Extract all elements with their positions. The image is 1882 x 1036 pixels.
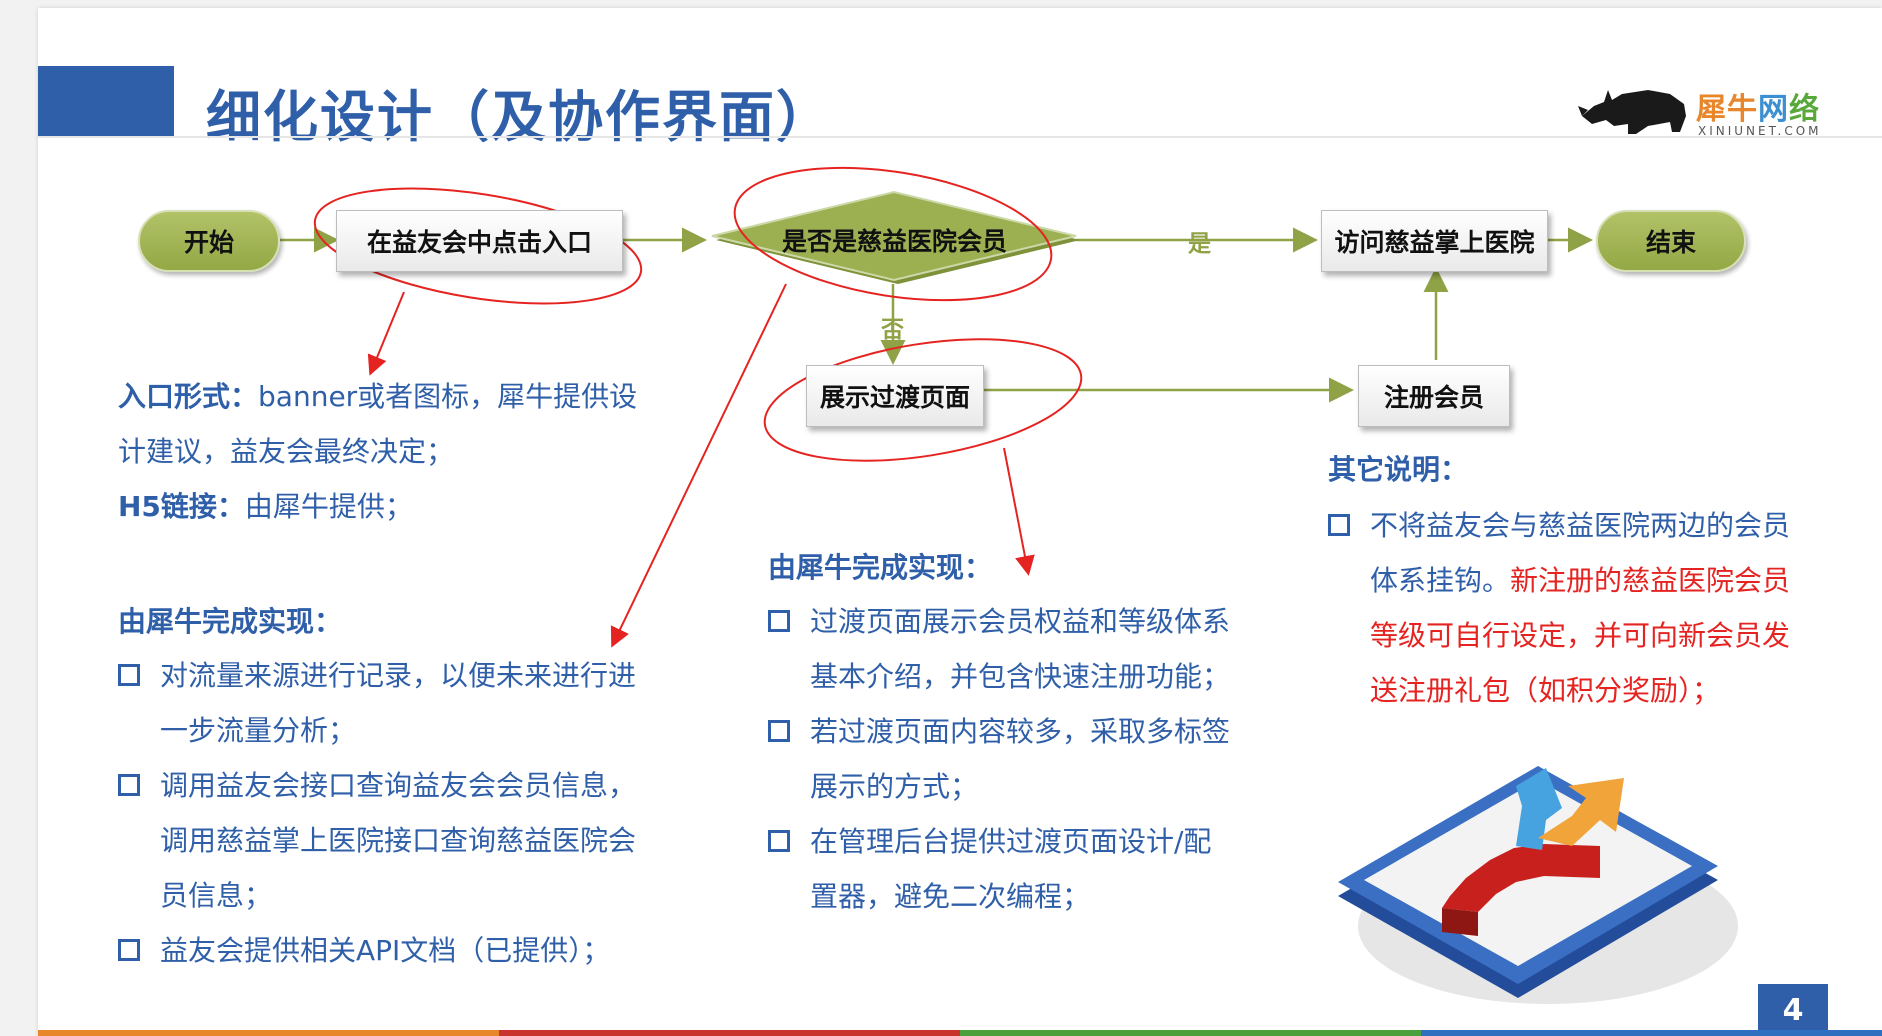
highlight-oval-transition — [763, 338, 1083, 462]
entry-form-key: 入口形式： — [118, 380, 259, 413]
red-arrow-entry-note — [367, 291, 405, 376]
entry-form-text-1: banner或者图标，犀牛提供设 — [258, 380, 638, 413]
checkbox-bullet-icon — [118, 774, 140, 796]
highlight-oval-entry — [313, 187, 643, 305]
highlight-oval-decision — [733, 166, 1053, 302]
right-section-title: 其它说明： — [1328, 453, 1469, 486]
edge-label-yes: 是 — [1188, 231, 1211, 257]
entry-note: 入口形式：banner或者图标，犀牛提供设 计建议，益友会最终决定； H5链接：… — [118, 369, 718, 534]
list-item: 过渡页面展示会员权益和等级体系基本介绍，并包含快速注册功能； — [768, 594, 1288, 704]
checkbox-bullet-icon — [768, 830, 790, 852]
page-title: 细化设计（及协作界面） — [206, 85, 834, 149]
list-item: 对流量来源进行记录，以便未来进行进一步流量分析； — [118, 648, 738, 758]
checkbox-bullet-icon — [768, 610, 790, 632]
left-section-title: 由犀牛完成实现： — [118, 605, 343, 638]
checkbox-bullet-icon — [118, 939, 140, 961]
title-accent-bar — [38, 66, 174, 136]
flowchart-connectors — [280, 166, 1738, 1004]
red-arrow-decision-note — [610, 283, 787, 648]
logo-subtitle: XINIUNET.COM — [1698, 124, 1822, 138]
xiniu-logo: 犀牛网络 XINIUNET.COM — [1578, 76, 1828, 146]
checkbox-bullet-icon — [118, 664, 140, 686]
logo-text: 犀牛网络 — [1696, 92, 1820, 127]
title-divider — [38, 136, 1882, 138]
flow-node-transition: 展示过渡页面 — [806, 365, 984, 427]
bottom-color-bar — [38, 1030, 1882, 1036]
list-item: 调用益友会接口查询益友会会员信息，调用慈益掌上医院接口查询慈益医院会员信息； — [118, 758, 738, 923]
checkbox-bullet-icon — [1328, 514, 1350, 536]
page-number: 4 — [1758, 984, 1828, 1036]
h5-link-key: H5链接： — [118, 490, 245, 523]
entry-form-text-2: 计建议，益友会最终决定； — [118, 435, 455, 468]
red-arrow-transition-note — [1003, 447, 1035, 576]
flow-node-register: 注册会员 — [1358, 365, 1510, 427]
left-bullet-list: 对流量来源进行记录，以便未来进行进一步流量分析； 调用益友会接口查询益友会会员信… — [118, 648, 738, 978]
flow-node-entry: 在益友会中点击入口 — [336, 210, 623, 272]
flow-node-start: 开始 — [138, 210, 280, 272]
list-item: 不将益友会与慈益医院两边的会员 体系挂钩。新注册的慈益医院会员 等级可自行设定，… — [1328, 498, 1848, 718]
flow-node-visit: 访问慈益掌上医院 — [1321, 210, 1548, 272]
edge-label-no: 否 — [881, 317, 904, 343]
h5-link-text: 由犀牛提供； — [244, 490, 413, 523]
checkbox-bullet-icon — [768, 720, 790, 742]
list-item: 若过渡页面内容较多，采取多标签展示的方式； — [768, 704, 1288, 814]
decision-diamond — [711, 190, 1080, 284]
rhino-icon — [1578, 90, 1686, 134]
list-item: 益友会提供相关API文档（已提供）； — [118, 923, 738, 978]
middle-bullet-list: 过渡页面展示会员权益和等级体系基本介绍，并包含快速注册功能； 若过渡页面内容较多… — [768, 594, 1288, 924]
list-item: 在管理后台提供过渡页面设计/配置器，避免二次编程； — [768, 814, 1288, 924]
route-graphic — [1338, 766, 1738, 1004]
flow-node-end: 结束 — [1596, 210, 1746, 272]
slide: 细化设计（及协作界面） 犀牛网络 XINIUNET.COM — [38, 8, 1882, 1036]
flow-node-decision: 是否是慈益医院会员 — [782, 227, 1008, 256]
middle-section-title: 由犀牛完成实现： — [768, 551, 993, 584]
right-bullet-list: 不将益友会与慈益医院两边的会员 体系挂钩。新注册的慈益医院会员 等级可自行设定，… — [1328, 498, 1848, 718]
